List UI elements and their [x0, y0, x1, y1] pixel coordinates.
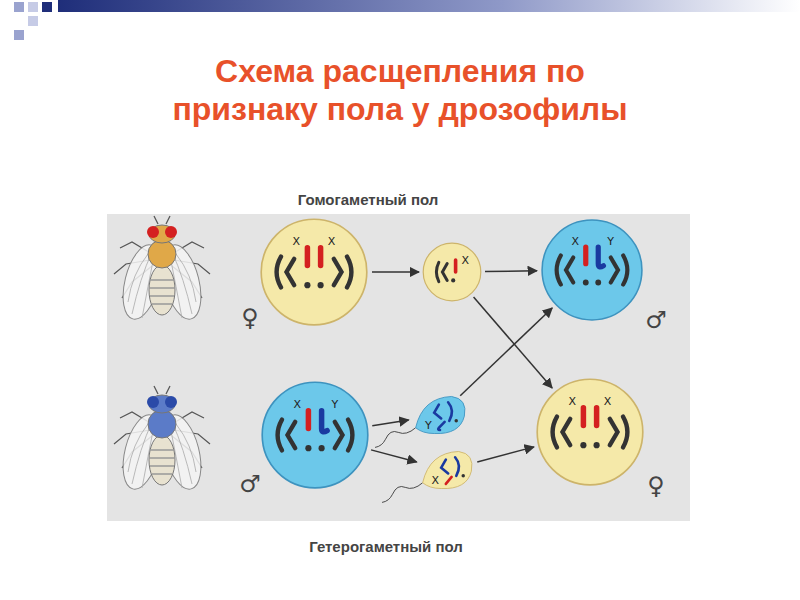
sex-symbol: ♂ [645, 306, 667, 334]
cell-outline [418, 448, 476, 492]
sex-symbol: ♂ [239, 470, 261, 498]
cell-outline [535, 377, 645, 487]
deco-square [28, 2, 38, 12]
chromosome-label: X [604, 396, 612, 407]
cell-outline [540, 218, 644, 322]
chromosome-label: Y [425, 419, 432, 430]
chromosome-label: X [461, 255, 469, 266]
sperm-x: X [418, 448, 476, 492]
slide-title: Схема расщепления по признаку пола у дро… [150, 52, 650, 128]
cell-outline [422, 242, 482, 302]
chromosome-label: X [572, 235, 580, 246]
egg-cell: X [422, 242, 482, 302]
group-label: Гомогаметный пол [298, 191, 439, 208]
sperm-y: Y [411, 393, 469, 437]
chromosome-label: X [294, 399, 302, 410]
deco-square [28, 16, 38, 26]
arrow-connector [372, 271, 419, 273]
deco-square [14, 2, 24, 12]
sex-symbol: ♀ [647, 472, 665, 500]
deco-square [42, 2, 52, 12]
cell-outline [411, 393, 469, 437]
group-label: Гетерогаметный пол [309, 538, 463, 555]
cell-outline [260, 380, 370, 490]
chromosome-label: X [432, 474, 440, 485]
female-zygote: XX [535, 377, 645, 487]
chromosome-label: Y [331, 399, 338, 410]
chromosome-label: Y [607, 235, 614, 246]
female-cell: XX [259, 217, 369, 327]
sex-symbol: ♀ [241, 304, 259, 332]
cell-outline [259, 217, 369, 327]
deco-square [14, 30, 24, 40]
chromosome-label: X [293, 236, 301, 247]
header-bar [58, 0, 800, 12]
chromosome-label: X [569, 396, 577, 407]
arrow-connector [474, 297, 553, 388]
arrow-connector [372, 420, 408, 426]
male-cell: XY [260, 380, 370, 490]
arrow-connector [460, 308, 552, 396]
chromosome-label: X [328, 236, 336, 247]
arrow-connector [485, 270, 537, 272]
arrow-connector [477, 447, 534, 462]
male-zygote: XY [540, 218, 644, 322]
male-fly [114, 386, 210, 493]
diagram-panel [107, 214, 690, 521]
female-fly [114, 216, 210, 323]
arrow-connector [371, 450, 417, 462]
